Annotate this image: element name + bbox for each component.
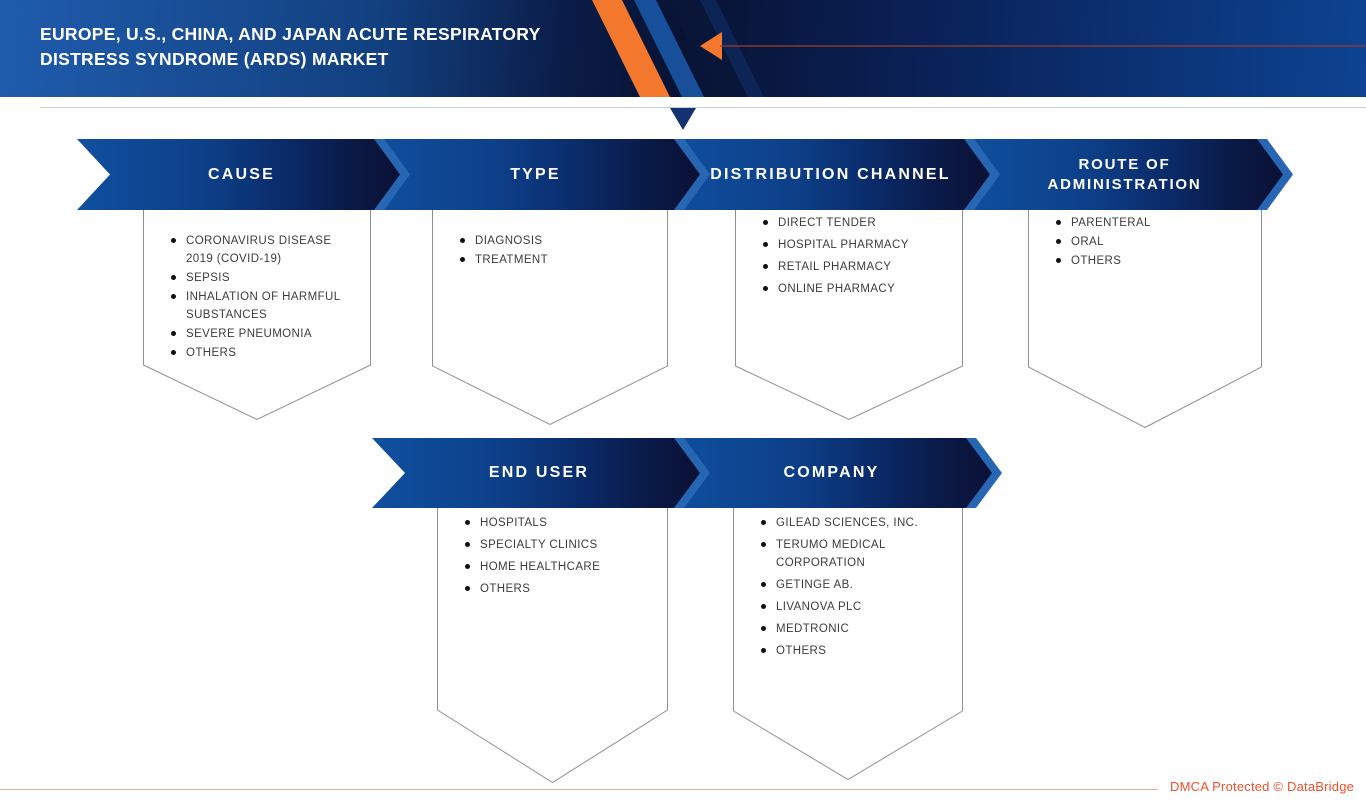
section-label: DISTRIBUTION CHANNEL <box>710 165 951 183</box>
list-item: TERUMO MEDICAL CORPORATION <box>761 536 953 572</box>
list-item: MEDTRONIC <box>761 620 953 638</box>
faint-stripe <box>700 0 764 97</box>
list-item: GETINGE AB. <box>761 576 953 594</box>
orange-stripe <box>592 0 670 97</box>
header-banner: EUROPE, U.S., CHINA, AND JAPAN ACUTE RES… <box>0 0 1366 97</box>
list-item: CORONAVIRUS DISEASE 2019 (COVID-19) <box>171 232 361 268</box>
page-title: EUROPE, U.S., CHINA, AND JAPAN ACUTE RES… <box>40 22 541 72</box>
end-user-list: HOSPITALS SPECIALTY CLINICS HOME HEALTHCAR… <box>465 514 660 602</box>
ribbon-company: COMPANY <box>665 438 992 508</box>
list-item: HOSPITALS <box>465 514 660 532</box>
list-item: SEVERE PNEUMONIA <box>171 325 361 343</box>
list-item: OTHERS <box>1056 252 1246 270</box>
list-item: DIRECT TENDER <box>763 214 953 232</box>
list-item: ORAL <box>1056 233 1246 251</box>
list-item: GILEAD SCIENCES, INC. <box>761 514 953 532</box>
header-arrow-line <box>720 45 1366 47</box>
title-line-1: EUROPE, U.S., CHINA, AND JAPAN ACUTE RES… <box>40 24 541 44</box>
section-label: COMPANY <box>783 464 880 481</box>
ribbon-main: TYPE <box>365 139 700 210</box>
ribbon-distribution-channel: DISTRIBUTION CHANNEL <box>665 139 990 210</box>
section-label: ROUTE OF ADMINISTRATION <box>1047 155 1202 193</box>
section-label: END USER <box>488 464 590 481</box>
list-item: OTHERS <box>761 642 953 660</box>
list-item: SEPSIS <box>171 269 361 287</box>
list-item: INHALATION OF HARMFUL SUBSTANCES <box>171 288 361 324</box>
divider-line <box>40 107 1366 108</box>
ribbon-main: ROUTE OF ADMINISTRATION <box>960 139 1283 210</box>
list-item: ONLINE PHARMACY <box>763 280 953 298</box>
company-list: GILEAD SCIENCES, INC. TERUMO MEDICAL CORP… <box>761 514 953 664</box>
blue-stripe <box>634 0 704 97</box>
cause-list: CORONAVIRUS DISEASE 2019 (COVID-19)SEPSI… <box>171 232 361 363</box>
ribbon-route-of-administration: ROUTE OF ADMINISTRATION <box>960 139 1283 210</box>
distribution-channel-list: DIRECT TENDER HOSPITAL PHARMACY RETAIL PHA… <box>763 214 953 302</box>
list-item: RETAIL PHARMACY <box>763 258 953 276</box>
list-item: DIAGNOSIS <box>460 232 655 250</box>
list-item: TREATMENT <box>460 251 655 269</box>
dmca-text: DMCA Protected © DataBridge <box>1170 779 1355 794</box>
ribbon-main: CAUSE <box>77 139 400 210</box>
list-item: PARENTERAL <box>1056 214 1246 232</box>
list-item: OTHERS <box>171 344 361 362</box>
ribbon-main: COMPANY <box>665 438 992 508</box>
list-item: HOSPITAL PHARMACY <box>763 236 953 254</box>
ribbon-cause: CAUSE <box>77 139 400 210</box>
title-line-2: DISTRESS SYNDROME (ARDS) MARKET <box>40 49 389 69</box>
ribbon-main: DISTRIBUTION CHANNEL <box>665 139 990 210</box>
down-triangle-icon <box>670 108 696 130</box>
list-item: OTHERS <box>465 580 660 598</box>
footer-line <box>0 789 1158 790</box>
list-item: HOME HEALTHCARE <box>465 558 660 576</box>
section-label: TYPE <box>510 165 561 183</box>
section-label: CAUSE <box>207 165 275 183</box>
ribbon-end-user: END USER <box>372 438 700 508</box>
list-item: LIVANOVA PLC <box>761 598 953 616</box>
list-item: SPECIALTY CLINICS <box>465 536 660 554</box>
ribbon-main: END USER <box>372 438 700 508</box>
ribbon-type: TYPE <box>365 139 700 210</box>
left-arrow-icon <box>700 32 722 60</box>
